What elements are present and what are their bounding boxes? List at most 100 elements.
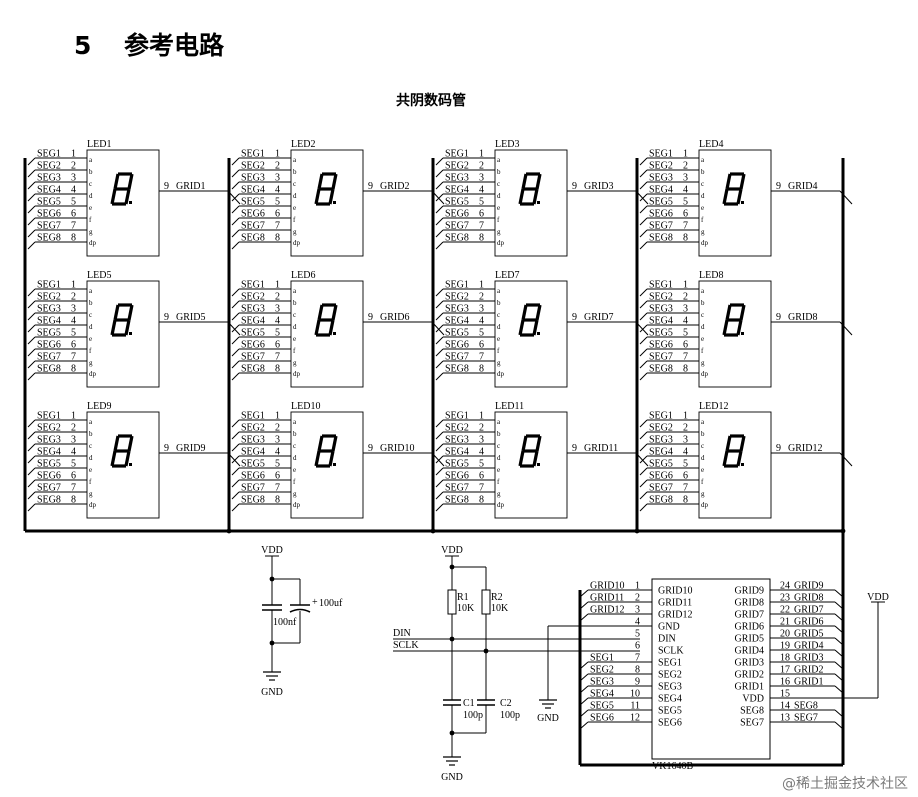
grid-label: GRID5	[176, 312, 205, 323]
digit-segment-e	[722, 450, 729, 467]
segment-letter: c	[293, 180, 296, 188]
seg-label: SEG8	[649, 233, 673, 244]
segment-letter: f	[497, 347, 500, 355]
segment-letter: b	[89, 168, 93, 176]
pin-number: 8	[71, 364, 76, 375]
seg-label: SEG3	[649, 304, 673, 315]
seg-diagonal	[435, 217, 444, 226]
chip-pin-number: 20	[780, 629, 790, 640]
seg-diagonal	[435, 455, 444, 464]
pin-diagonal	[834, 649, 844, 658]
seg-diagonal	[231, 479, 240, 488]
digit-segment-c	[124, 188, 131, 205]
net-label: GRID9	[794, 581, 823, 592]
pin-diagonal	[834, 721, 844, 730]
grid-pin-number: 9	[164, 443, 169, 454]
pin-number: 7	[275, 483, 280, 494]
segment-letter: e	[701, 204, 704, 212]
chip-pin-name: DIN	[658, 634, 676, 645]
seg-label: SEG8	[241, 233, 265, 244]
seg-label: SEG8	[445, 495, 469, 506]
cap-100uf-label: 100uf	[319, 598, 343, 609]
chip-body	[651, 578, 771, 760]
net-label: GRID8	[794, 593, 823, 604]
digit-segment-e	[110, 319, 117, 336]
grid-diagonal	[431, 321, 445, 336]
digit-segment-b	[535, 435, 542, 452]
seg-diagonal	[435, 348, 444, 357]
chip-pin-number: 17	[780, 665, 790, 676]
grid-label: GRID12	[788, 443, 822, 454]
segment-letter: f	[701, 347, 704, 355]
pin-number: 3	[683, 304, 688, 315]
seg-diagonal	[27, 348, 36, 357]
segment-letter: a	[701, 418, 705, 426]
digit-segment-c	[532, 319, 539, 336]
digit-segment-c	[736, 450, 743, 467]
chip-pin-number: 2	[635, 593, 640, 604]
digit-dp-dot	[537, 463, 540, 466]
pin-number: 2	[479, 292, 484, 303]
digit-segment-b	[739, 304, 746, 321]
seg-label: SEG1	[649, 411, 673, 422]
bus-junction-3	[634, 528, 640, 534]
pin-number: 1	[71, 411, 76, 422]
seg-diagonal	[435, 360, 444, 369]
chip-pin-number: 9	[635, 677, 640, 688]
segment-letter: b	[293, 430, 297, 438]
pin-number: 5	[71, 459, 76, 470]
segment-letter: b	[497, 430, 501, 438]
seg-label: SEG2	[445, 161, 469, 172]
seg-label: SEG3	[241, 304, 265, 315]
segment-letter: d	[293, 323, 297, 331]
pin-number: 6	[275, 340, 280, 351]
seg-label: SEG1	[37, 280, 61, 291]
seg-label: SEG6	[241, 471, 265, 482]
grid-pin-number: 9	[776, 443, 781, 454]
bus-junction-2	[430, 528, 436, 534]
chip-pin-name: GRID2	[735, 670, 764, 681]
gnd-label-1: GND	[261, 687, 283, 698]
segment-letter: a	[293, 418, 297, 426]
digit-segment-c	[124, 450, 131, 467]
chip-pin-name: GRID9	[735, 586, 764, 597]
segment-letter: e	[497, 335, 500, 343]
pin-number: 4	[71, 316, 76, 327]
pin-diagonal	[834, 661, 844, 670]
segment-letter: e	[293, 335, 296, 343]
chip-section: VK1640BGRID101GRID10GRID112GRID11GRID123…	[537, 578, 889, 772]
pin-number: 4	[275, 447, 280, 458]
digit-dp-dot	[741, 332, 744, 335]
seven-segment-digit	[722, 172, 746, 206]
seg-diagonal	[435, 288, 444, 297]
seg-label: SEG4	[37, 185, 61, 196]
pin-number: 2	[683, 292, 688, 303]
seg-label: SEG2	[649, 161, 673, 172]
segment-letter: e	[701, 335, 704, 343]
chip-pin-name: GRID1	[735, 682, 764, 693]
pin-number: 5	[479, 197, 484, 208]
digit-segment-c	[532, 450, 539, 467]
seg-label: SEG5	[241, 197, 265, 208]
seg-diagonal	[27, 467, 36, 476]
seg-label: SEG1	[445, 411, 469, 422]
segment-letter: c	[497, 180, 500, 188]
segment-letter: d	[701, 454, 705, 462]
